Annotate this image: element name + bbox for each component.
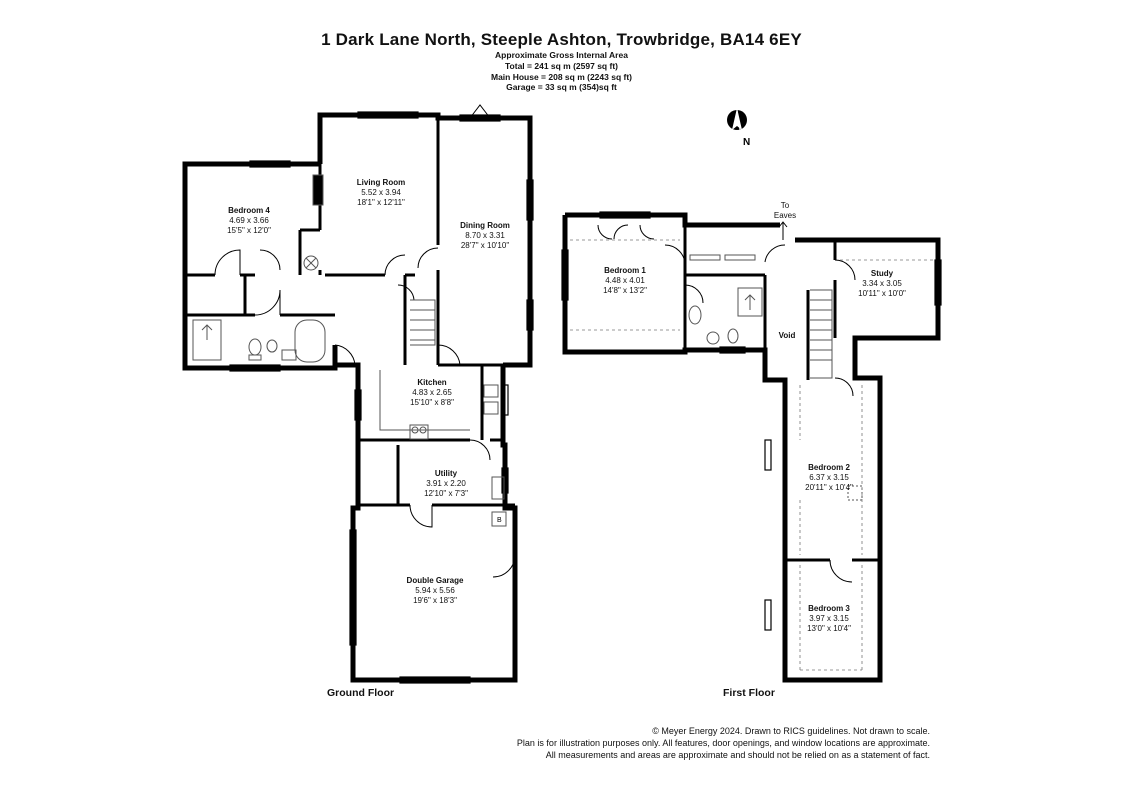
boiler-label: B bbox=[497, 517, 502, 524]
north-arrow-icon bbox=[727, 108, 747, 131]
footer-copyright: © Meyer Energy 2024. Drawn to RICS guide… bbox=[652, 726, 930, 736]
ground-floor-fixtures bbox=[192, 174, 507, 527]
footer-disclaimer-1: Plan is for illustration purposes only. … bbox=[516, 738, 930, 748]
first-floor-doors bbox=[597, 224, 856, 583]
ground-floor-label: Ground Floor bbox=[327, 687, 395, 699]
compass-label: N bbox=[743, 137, 750, 148]
room-double-garage: Double Garage 5.94 x 5.56 19'6" x 18'3" bbox=[406, 576, 464, 605]
room-bedroom-4: Bedroom 4 4.69 x 3.66 15'5" x 12'0" bbox=[227, 206, 271, 235]
first-floor-label: First Floor bbox=[723, 687, 775, 699]
room-bedroom-2: Bedroom 2 6.37 x 3.15 20'11" x 10'4" bbox=[805, 463, 853, 492]
eaves-label-eaves: Eaves bbox=[773, 211, 797, 220]
room-living-room: Living Room 5.52 x 3.94 18'1" x 12'11" bbox=[356, 178, 406, 207]
first-floor-windows bbox=[561, 211, 942, 631]
page-title: 1 Dark Lane North, Steeple Ashton, Trowb… bbox=[321, 30, 802, 49]
ground-floor-doors bbox=[214, 104, 516, 578]
first-floor-walls bbox=[562, 212, 941, 683]
first-floor-fixtures bbox=[688, 254, 863, 501]
eaves-arrow-icon bbox=[778, 221, 788, 240]
room-utility: Utility 3.91 x 2.20 12'10" x 7'3" bbox=[424, 469, 468, 498]
room-dining-room: Dining Room 8.70 x 3.31 28'7" x 10'10" bbox=[460, 221, 510, 250]
footer-disclaimer-2: All measurements and areas are approxima… bbox=[545, 750, 930, 760]
area-main-house: Main House = 208 sq m (2243 sq ft) bbox=[490, 72, 632, 82]
first-floor-inner-walls bbox=[683, 225, 880, 562]
area-total: Total = 241 sq m (2597 sq ft) bbox=[505, 61, 618, 71]
room-bedroom-1: Bedroom 1 4.48 x 4.01 14'8" x 13'2" bbox=[603, 266, 647, 295]
room-kitchen: Kitchen 4.83 x 2.65 15'10" x 8'8" bbox=[410, 378, 454, 407]
void-label: Void bbox=[778, 331, 796, 340]
eaves-label-to: To bbox=[780, 201, 790, 210]
room-study: Study 3.34 x 3.05 10'11" x 10'0" bbox=[858, 269, 906, 298]
area-heading: Approximate Gross Internal Area bbox=[495, 50, 628, 60]
ground-floor-windows bbox=[229, 111, 534, 684]
first-floor-eaves-lines bbox=[570, 239, 935, 671]
area-garage: Garage = 33 sq m (354)sq ft bbox=[506, 82, 617, 92]
ground-floor-inner-walls bbox=[185, 118, 515, 507]
room-bedroom-3: Bedroom 3 3.97 x 3.15 13'0" x 10'4" bbox=[807, 604, 851, 633]
